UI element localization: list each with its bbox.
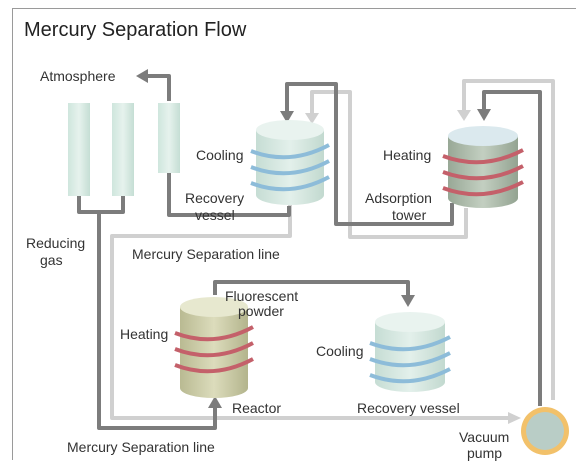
adsorption-tower [442,126,524,208]
dark-arrow-reactor-inlet [208,396,222,408]
dark-pipe-tower-to-recovery [285,82,454,226]
label-vacuum-line1: Vacuum [459,429,509,445]
light-pipe-tower-inlet [462,79,555,400]
filter-tube-2 [112,103,134,196]
heating-coil-top [442,148,524,197]
label-atmosphere: Atmosphere [40,68,116,84]
recovery-vessel-bottom [369,312,451,392]
label-recovery-vessel-bottom: Recovery vessel [357,400,460,416]
diagram-title: Mercury Separation Flow [24,19,247,41]
light-arrow-tower-inlet [457,110,471,121]
label-recovery-vessel-line2: vessel [195,207,235,223]
label-cooling-bottom: Cooling [316,343,363,359]
light-pipe-recovery-inlet [310,90,468,239]
label-cooling-top: Cooling [196,147,243,163]
label-fluorescent-line1: Fluorescent [225,288,298,304]
filter-tube-1 [68,103,90,196]
diagram-frame [12,8,576,460]
label-adsorption-line1: Adsorption [365,190,432,206]
dark-pipe-pump-return [482,90,542,406]
label-heating-reactor: Heating [120,326,168,342]
label-reducing-gas-line1: Reducing [26,235,85,251]
light-pipe-recovery-outlet [110,205,510,420]
label-reactor: Reactor [232,400,281,416]
cooling-coil-bottom [369,335,451,384]
dark-arrow-atmosphere [136,69,148,83]
vacuum-pump [521,407,569,455]
light-arrow-pump-inlet [508,412,521,424]
light-arrow-recovery-inlet [305,113,319,124]
heating-coil-reactor [174,325,254,374]
label-mercury-line-lower: Mercury Separation line [67,439,215,455]
label-mercury-line-upper: Mercury Separation line [132,246,280,262]
label-reducing-gas-line2: gas [40,252,63,268]
label-vacuum-line2: pump [467,445,502,461]
dark-pipe-reducing-gas [77,196,125,214]
dark-pipe-fluorescent [213,280,410,297]
label-heating-top: Heating [383,147,431,163]
dark-arrow-recovery-inlet [280,111,294,123]
label-fluorescent-line2: powder [238,303,284,319]
dark-pipe-reducing-line [97,212,217,430]
label-recovery-vessel-line1: Recovery [185,190,244,206]
dark-arrow-tower-inlet [477,109,491,121]
dark-pipes [77,74,542,430]
light-pipes [110,79,555,420]
label-adsorption-line2: tower [392,207,427,223]
recovery-vessel-top [250,120,330,205]
dark-pipe-atmosphere [145,74,171,101]
cooling-coil-top [250,143,330,192]
reactor [174,297,254,398]
dark-arrow-recovery-bottom [401,295,415,307]
filter-tube-3 [158,103,180,173]
